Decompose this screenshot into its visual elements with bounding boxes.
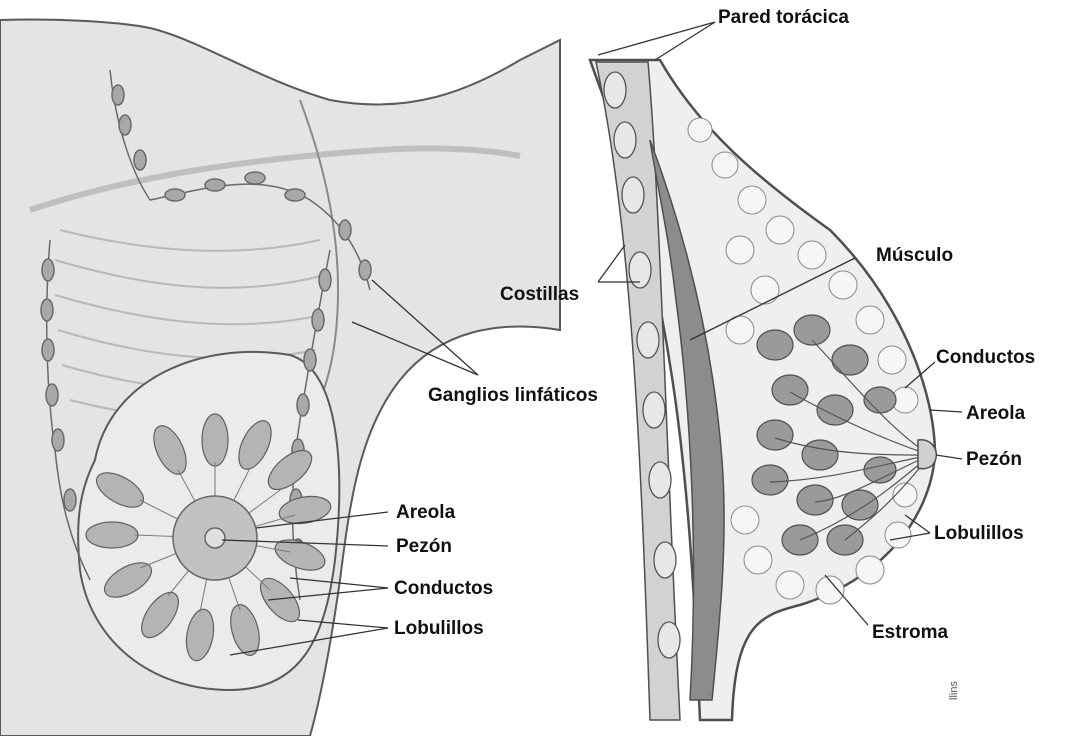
label-costillas: Costillas	[500, 285, 579, 304]
label-pared-toracica: Pared torácica	[718, 8, 849, 27]
label-ganglios-linfaticos: Ganglios linfáticos	[428, 386, 598, 405]
front-nipple	[205, 528, 225, 548]
label-section-pezon: Pezón	[966, 450, 1022, 469]
label-section-lobulillos: Lobulillos	[934, 524, 1024, 543]
label-front-pezon: Pezón	[396, 537, 452, 556]
label-musculo: Músculo	[876, 246, 953, 265]
label-section-areola: Areola	[966, 404, 1025, 423]
illustrator-credit: llins	[948, 681, 960, 700]
label-front-lobulillos: Lobulillos	[394, 619, 484, 638]
label-front-conductos: Conductos	[394, 579, 493, 598]
label-section-conductos: Conductos	[936, 348, 1035, 367]
label-front-areola: Areola	[396, 503, 455, 522]
cross-section-view	[590, 22, 962, 720]
label-estroma: Estroma	[872, 623, 948, 642]
